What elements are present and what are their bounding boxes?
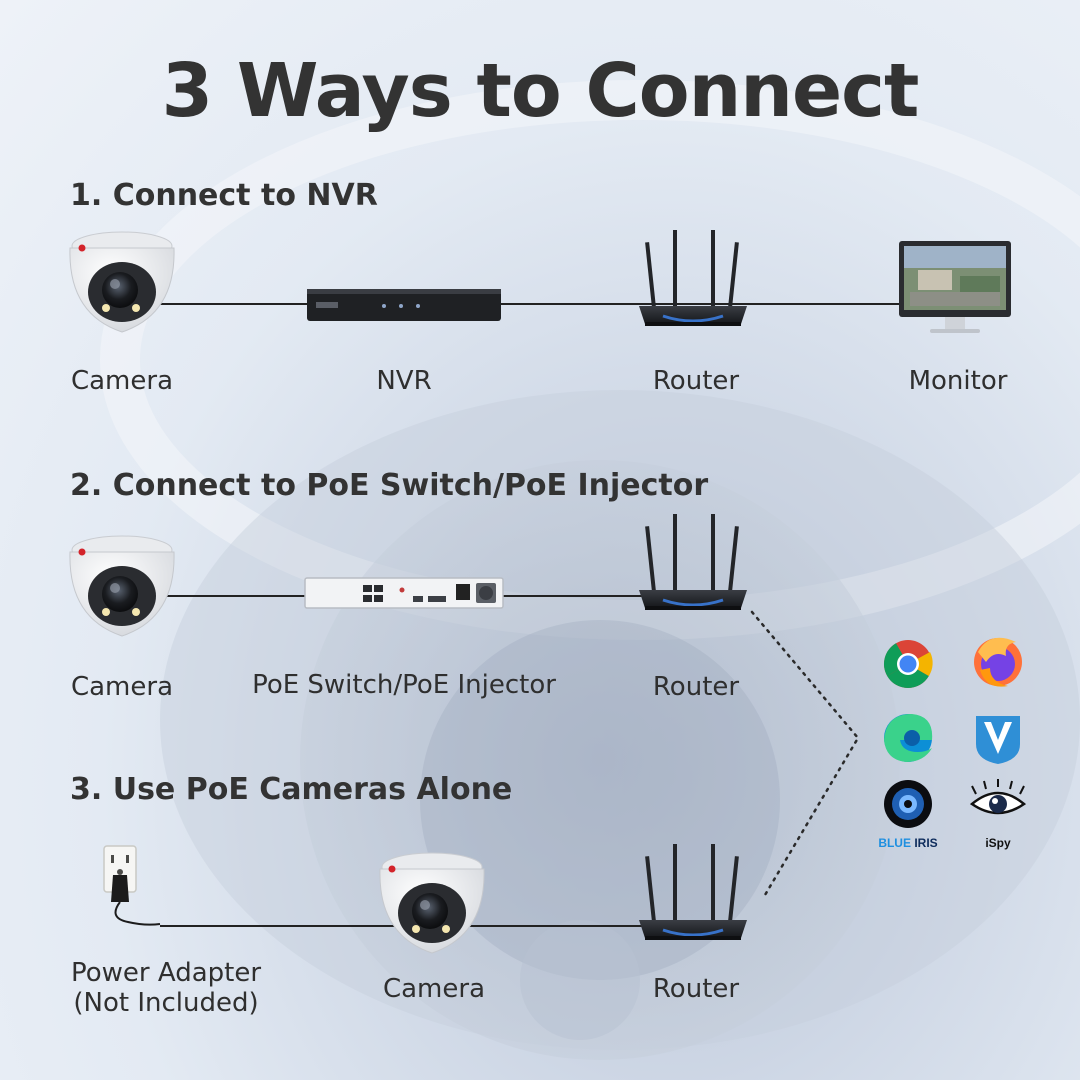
poe-switch-icon — [304, 577, 504, 609]
row-poe-alone — [103, 842, 749, 954]
label-router: Router — [652, 366, 740, 396]
page-title: 3 Ways to Connect — [161, 48, 920, 134]
section-title-poe-alone: 3. Use PoE Cameras Alone — [70, 772, 513, 807]
label-poe-switch: PoE Switch/PoE Injector — [252, 670, 556, 700]
monitor-icon — [899, 241, 1011, 333]
label-camera: Camera — [70, 366, 174, 396]
row-nvr — [69, 228, 1011, 333]
edge-icon — [884, 714, 933, 762]
section-title-nvr: 1. Connect to NVR — [70, 178, 378, 213]
camera-icon — [379, 852, 485, 954]
label-camera: Camera — [70, 672, 174, 702]
router-icon — [637, 512, 749, 612]
dotted-connection-line — [750, 610, 860, 897]
section-title-poe-switch: 2. Connect to PoE Switch/PoE Injector — [70, 468, 709, 503]
label-monitor: Monitor — [908, 366, 1008, 396]
ispy-icon — [969, 779, 1027, 815]
blue-iris-label: BLUE IRIS — [878, 836, 938, 850]
label-router: Router — [652, 672, 740, 702]
router-icon — [637, 228, 749, 328]
label-not-included: (Not Included) — [73, 988, 259, 1018]
label-camera: Camera — [382, 974, 486, 1004]
row-poe-switch — [69, 512, 749, 637]
nvr-icon — [307, 289, 501, 321]
power-adapter-icon — [103, 845, 161, 926]
label-router: Router — [652, 974, 740, 1004]
chrome-icon — [883, 640, 933, 689]
blue-iris-icon — [884, 780, 932, 828]
ispy-label: iSpy — [985, 836, 1011, 850]
router-icon — [637, 842, 749, 942]
camera-icon — [69, 535, 175, 637]
label-power-adapter: Power Adapter — [70, 958, 262, 988]
apps-grid — [883, 637, 1027, 828]
v-app-icon — [976, 716, 1020, 764]
firefox-icon — [974, 637, 1022, 687]
label-nvr: NVR — [376, 366, 432, 396]
camera-icon — [69, 231, 175, 333]
